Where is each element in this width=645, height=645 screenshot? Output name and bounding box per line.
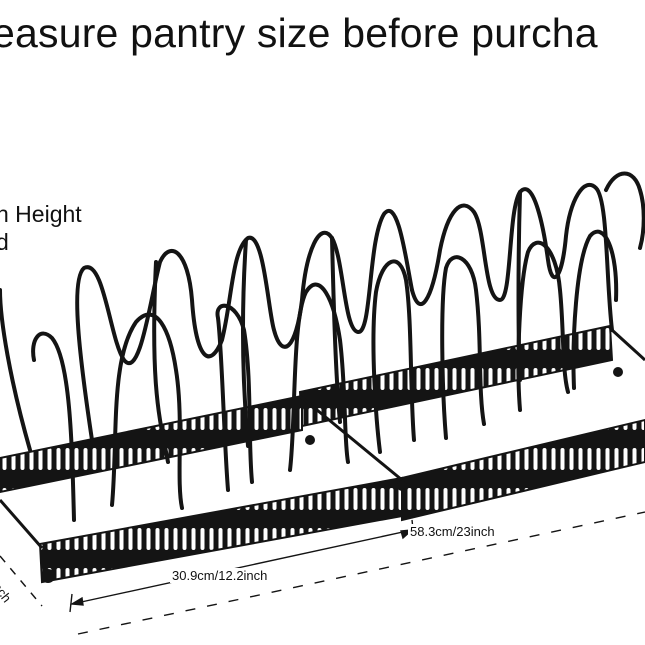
feature-line-1: n Height (0, 201, 82, 227)
front-wire-dividers (31, 229, 619, 522)
back-rail (0, 324, 614, 494)
base-length-label: 30.9cm/12.2inch (170, 568, 270, 583)
extended-length-label: 58.3cm/23inch (408, 524, 497, 539)
front-rail (0, 328, 645, 584)
feature-text: n Height d (0, 200, 82, 256)
heading: easure pantry size before purcha (0, 10, 598, 56)
feature-line-2: d (0, 229, 9, 255)
rack-connectors (41, 367, 623, 583)
back-wire-dividers (0, 171, 645, 464)
